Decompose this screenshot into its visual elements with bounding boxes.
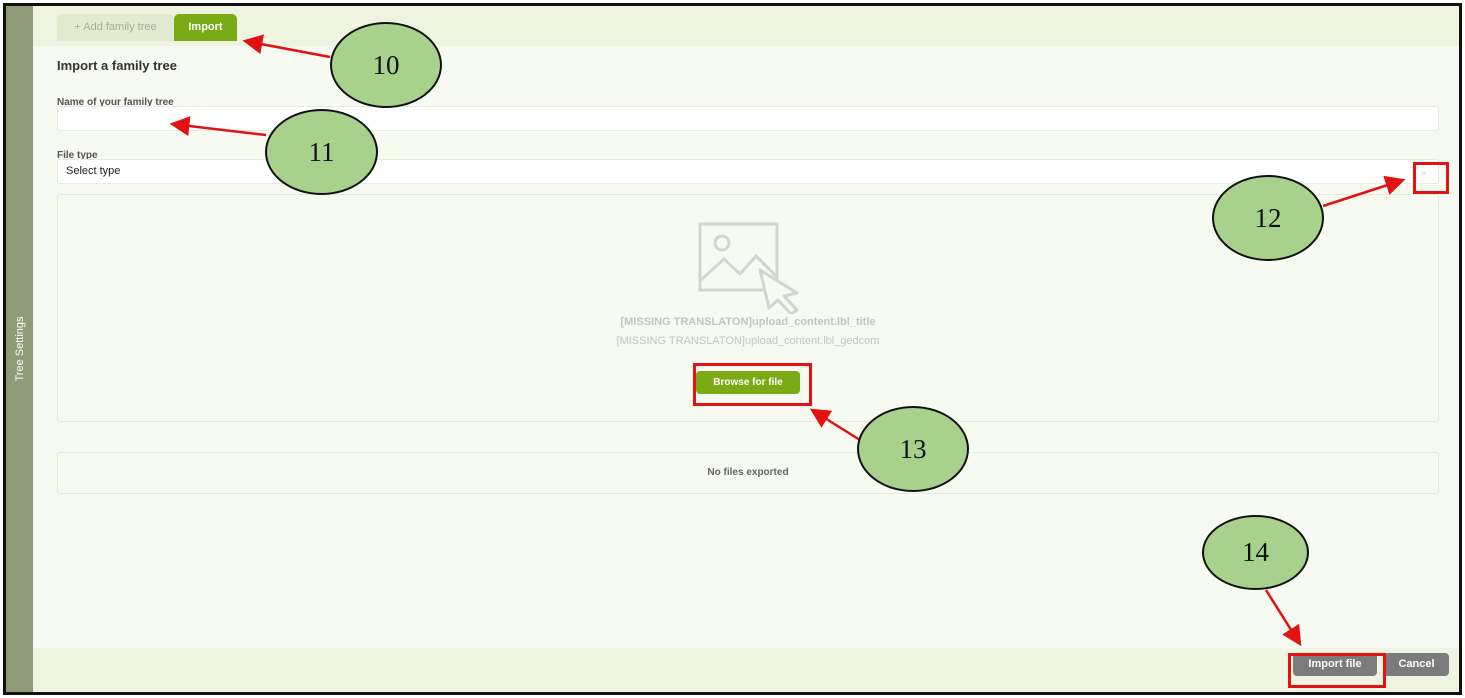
no-files-message: No files exported [707, 467, 789, 478]
name-field-label: Name of your family tree [57, 97, 174, 108]
chevron-down-icon[interactable]: ⌄ [1419, 166, 1428, 177]
highlight-box-import [1288, 653, 1386, 688]
file-type-selected-value: Select type [66, 165, 121, 177]
exported-files-list: No files exported [57, 452, 1439, 494]
callout-11: 11 [265, 109, 378, 195]
cancel-button[interactable]: Cancel [1384, 653, 1449, 676]
family-tree-name-input[interactable] [57, 106, 1439, 131]
tab-add-family-tree[interactable]: + Add family tree [57, 14, 174, 41]
tree-settings-side-tab[interactable]: Tree Settings [6, 6, 33, 692]
upload-title: [MISSING TRANSLATON]upload_content.lbl_t… [620, 316, 876, 328]
header-band [33, 6, 1459, 46]
highlight-box-dropdown [1413, 162, 1449, 194]
arrow-10 [242, 34, 331, 59]
upload-subtitle: [MISSING TRANSLATON]upload_content.lbl_g… [616, 335, 880, 347]
file-type-label: File type [57, 150, 98, 161]
callout-14: 14 [1202, 515, 1309, 590]
arrow-12 [1322, 175, 1406, 208]
arrow-11 [169, 116, 267, 137]
image-cursor-icon [698, 222, 799, 314]
tab-bar: + Add family tree Import [57, 14, 237, 41]
import-file-button[interactable]: Import file [1293, 653, 1377, 676]
arrow-14 [1264, 589, 1302, 647]
callout-13: 13 [857, 406, 969, 492]
upload-dropzone[interactable]: [MISSING TRANSLATON]upload_content.lbl_t… [57, 194, 1439, 422]
page-title: Import a family tree [57, 58, 177, 73]
arrow-13 [809, 408, 861, 442]
browse-for-file-button[interactable]: Browse for file [696, 371, 800, 394]
footer-band [33, 648, 1459, 692]
tab-import[interactable]: Import [174, 14, 237, 41]
highlight-box-browse [693, 363, 812, 406]
callout-12: 12 [1212, 175, 1324, 261]
callout-10: 10 [330, 22, 442, 108]
